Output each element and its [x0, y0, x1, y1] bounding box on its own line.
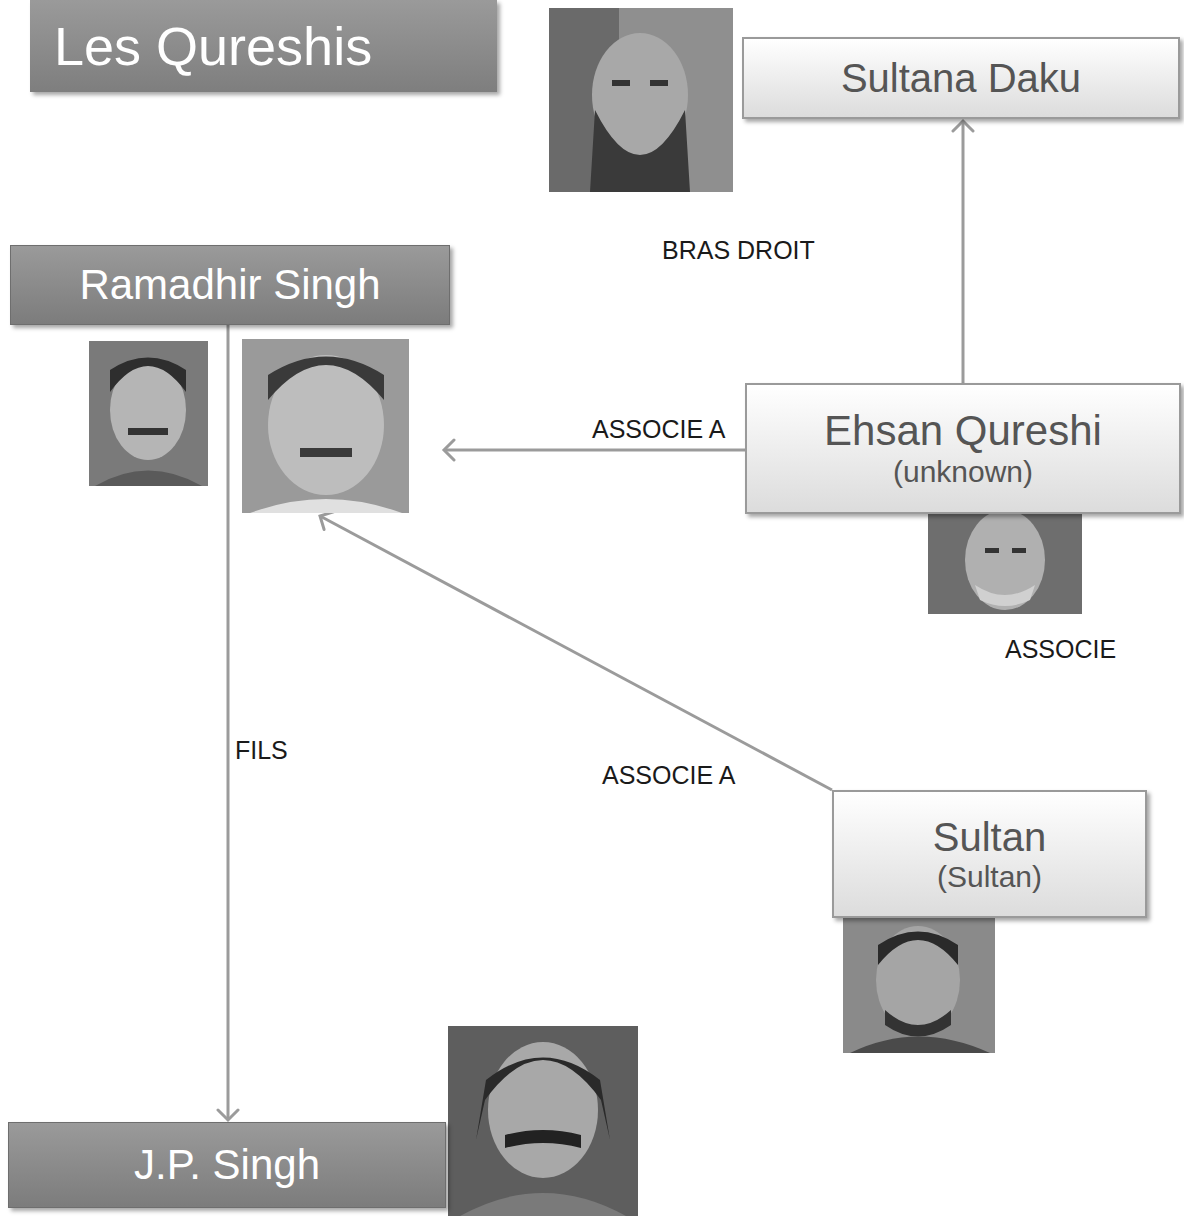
relation-arrow — [962, 121, 965, 383]
photo-ramadhir-young — [89, 341, 208, 486]
photo-sultan — [843, 918, 995, 1053]
person-box: Sultana Daku — [742, 37, 1180, 119]
person-box: J.P. Singh — [8, 1122, 446, 1208]
relation-label: BRAS DROIT — [662, 237, 815, 265]
photo-ehsan — [928, 505, 1082, 614]
person-box: Ramadhir Singh — [10, 245, 450, 325]
photo-sultana — [549, 8, 733, 192]
relation-arrow — [320, 516, 832, 790]
relation-arrow — [444, 449, 745, 452]
relation-label: ASSOCIE A — [592, 416, 725, 444]
role-note: ASSOCIE — [1005, 636, 1116, 664]
diagram-title: Les Qureshis — [30, 0, 497, 92]
person-alias: (Sultan) — [937, 860, 1042, 895]
person-name: J.P. Singh — [134, 1141, 320, 1189]
person-name: Ramadhir Singh — [79, 261, 380, 309]
photo-jp-singh — [448, 1026, 638, 1216]
relation-label: ASSOCIE A — [602, 762, 735, 790]
person-name: Ehsan Qureshi — [824, 407, 1102, 455]
relation-arrow — [227, 325, 230, 1120]
person-alias: (unknown) — [893, 455, 1033, 490]
person-name: Sultana Daku — [841, 55, 1081, 101]
relation-label: FILS — [235, 737, 288, 765]
person-box: Sultan(Sultan) — [832, 790, 1147, 918]
person-box: Ehsan Qureshi(unknown) — [745, 383, 1181, 514]
person-name: Sultan — [933, 814, 1046, 860]
photo-ramadhir — [242, 339, 409, 513]
